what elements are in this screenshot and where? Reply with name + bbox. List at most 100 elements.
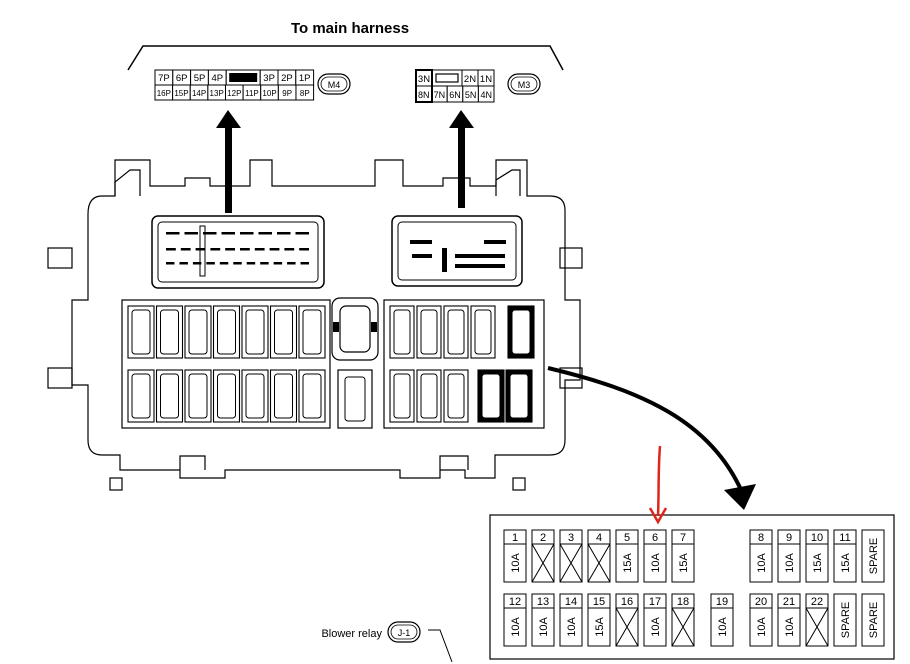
fuse-cavity [184,305,212,359]
socket-pin [240,248,250,251]
m4-pin-label: 5P [194,73,206,84]
fuse-number: 9 [786,532,792,544]
m4-pin: 16P [154,84,174,101]
socket-pin [295,232,309,235]
socket-pin [442,248,447,272]
arrow-to-m3 [449,110,474,208]
fuse-rating: SPARE [868,602,880,638]
fuse-rating: 10A [510,553,522,573]
fuse-number: 5 [624,532,630,544]
fuse-cavity [443,305,469,359]
empty-slot-mark [531,543,555,583]
fuse-number: 13 [537,596,549,608]
m3-pin: 8N [415,85,433,103]
m4-badge-label: M4 [328,80,341,90]
socket-pin [300,262,309,265]
fuse-cavity [505,369,533,423]
m3-pin-label: 5N [465,90,477,100]
m4-pin-label: 11P [245,89,259,98]
m4-pin [225,69,261,86]
socket-pin [210,248,221,251]
fuse-number: 17 [649,596,661,608]
socket-pin [240,232,254,235]
m4-pin-label: 12P [227,89,241,98]
socket-pin [192,262,202,265]
fuse-number: 4 [596,532,602,544]
m4-pin-label: 7P [158,73,170,84]
arrow-to-fuse-layout [547,366,756,510]
fuse-number: 10 [811,532,823,544]
fuse-number: 20 [755,596,767,608]
blower-relay-label: Blower relay [321,628,382,640]
fuse-number: 6 [652,532,658,544]
m4-pin: 14P [189,84,209,101]
m4-pin: 9P [277,84,297,101]
fuse-block-housing [47,159,583,491]
m4-pin-label: 13P [210,89,224,98]
fuse-slot: 16 [615,593,639,647]
m3-badge-label: M3 [518,80,531,90]
fuse-cavity [470,305,496,359]
fuse-rating: 10A [784,553,796,573]
m3-pin-label: 7N [434,90,446,100]
fuse-slot: 5 15A [615,529,639,583]
annotation-arrow [648,445,668,525]
fuse-rating: 10A [566,617,578,637]
empty-slot-mark [671,607,695,647]
fuse-cavity [416,305,442,359]
fuse-rating: 10A [756,617,768,637]
fuse-slot: SPARE [861,529,885,583]
fuse-rating: 10A [538,617,550,637]
fuse-rating: 15A [678,553,690,573]
fuse-slot: 9 10A [777,529,801,583]
m3-pin: 2N [461,69,479,87]
fuse-cavity [127,369,155,423]
m4-pin: 8P [295,84,315,101]
fuse-slot: 2 [531,529,555,583]
m4-pin: 5P [190,69,209,86]
m4-pin: 10P [260,84,279,101]
blower-relay-badge: J-1 [398,628,411,638]
empty-slot-mark [615,607,639,647]
socket-pin [166,232,180,235]
m3-pin: 4N [477,85,495,103]
fuse-cavity [127,305,155,359]
fuse-number: 1 [512,532,518,544]
fuse-cavity [241,369,269,423]
blower-relay-callout: Blower relay J-1 [321,621,453,663]
m4-pin: 11P [242,84,262,101]
fuse-cavity [389,305,415,359]
fuse-rating: 15A [622,553,634,573]
socket-pin [260,262,269,265]
fuse-rating: 10A [784,617,796,637]
m4-pin: 6P [172,69,192,86]
socket-pin [203,232,217,235]
socket-pin [455,254,505,258]
fuse-slot: SPARE [833,593,857,647]
fuse-rating: 15A [812,553,824,573]
socket-pin [179,262,188,265]
socket-pin [166,262,175,265]
fuse-cavity [298,305,326,359]
socket-pin [254,248,265,251]
socket-pin [484,240,506,244]
connector-m3-badge: M3 [507,73,541,95]
socket-pin [258,232,272,235]
m3-pin: 1N [477,69,495,87]
fuse-cavity [155,305,184,359]
diagram-title: To main harness [290,20,410,37]
fuse-slot: 3 [559,529,583,583]
m4-pin: 4P [207,69,227,86]
socket-pin [221,232,235,235]
fuse-number: 2 [540,532,546,544]
socket-pin [180,248,191,251]
fuse-slot: 22 [805,593,829,647]
fuse-cavity [298,369,326,423]
m4-pin-label: 16P [157,89,171,98]
